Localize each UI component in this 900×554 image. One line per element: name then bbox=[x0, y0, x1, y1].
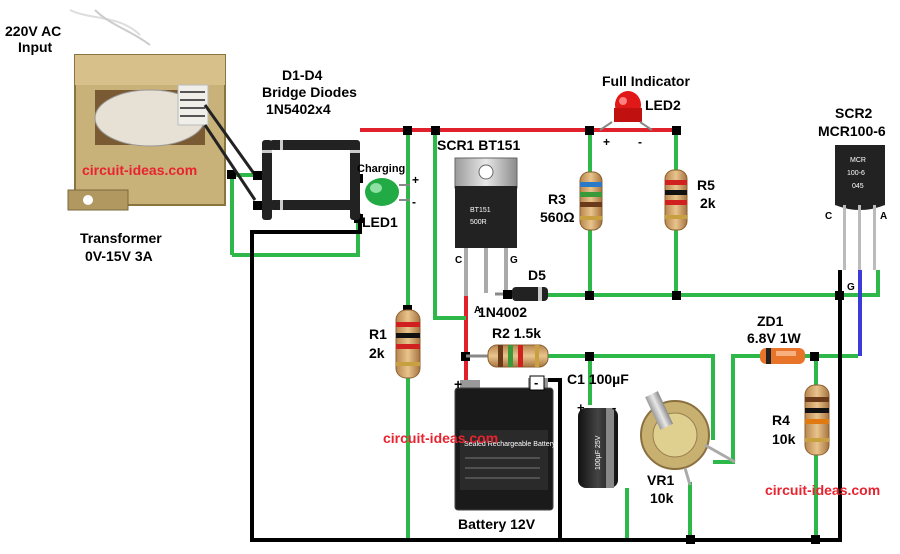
led1-plus: + bbox=[412, 173, 419, 187]
r4-label-1: R4 bbox=[772, 412, 790, 428]
scr2-marking-2: 100-6 bbox=[847, 170, 865, 177]
bridge-label-3: 1N5402x4 bbox=[266, 101, 331, 117]
potentiometer-vr1 bbox=[640, 391, 736, 486]
battery-label: Battery 12V bbox=[458, 516, 536, 532]
scr2-label-1: SCR2 bbox=[835, 105, 873, 121]
wires bbox=[230, 128, 880, 542]
ac-input-label-1: 220V AC bbox=[5, 23, 61, 39]
r5-label-2: 2k bbox=[700, 195, 716, 211]
led2-minus: - bbox=[638, 135, 642, 149]
watermark-1: circuit-ideas.com bbox=[82, 162, 197, 178]
battery-minus-box: - bbox=[529, 375, 545, 391]
scr1-pin-a: A bbox=[474, 305, 481, 316]
ac-input-label-2: Input bbox=[18, 39, 53, 55]
diode-d5 bbox=[495, 287, 548, 301]
scr2-pin-g: G bbox=[847, 282, 855, 293]
led2-plus: + bbox=[603, 135, 610, 149]
scr2-mcr100: MCR 100-6 045 bbox=[835, 145, 885, 270]
scr2-marking-3: 045 bbox=[852, 183, 864, 190]
resistor-r5 bbox=[664, 169, 688, 231]
led2-label: LED2 bbox=[645, 97, 681, 113]
d5-label-1: D5 bbox=[528, 267, 546, 283]
capacitor-c1: 100µF 25V bbox=[578, 408, 618, 488]
labels: 220V AC Input Transformer 0V-15V 3A D1-D… bbox=[5, 23, 887, 532]
bridge-label-1: D1-D4 bbox=[282, 67, 323, 83]
battery-minus: - bbox=[534, 375, 538, 390]
r1-label-2: 2k bbox=[369, 345, 385, 361]
led2-full-indicator bbox=[599, 91, 653, 131]
r5-label-1: R5 bbox=[697, 177, 715, 193]
resistor-r1 bbox=[395, 309, 421, 379]
scr2-pin-c: C bbox=[825, 211, 832, 222]
scr2-label-2: MCR100-6 bbox=[818, 123, 886, 139]
transformer-label-2: 0V-15V 3A bbox=[85, 248, 153, 264]
watermark-3: circuit-ideas.com bbox=[765, 482, 880, 498]
battery-marking: Sealed Rechargeable Battery bbox=[464, 441, 556, 448]
zd1-label-2: 6.8V 1W bbox=[747, 330, 801, 346]
r3-label-1: R3 bbox=[548, 191, 566, 207]
bridge-diodes bbox=[253, 140, 360, 220]
scr1-bt151: BT151 500R bbox=[454, 157, 518, 296]
resistor-r2 bbox=[466, 344, 549, 368]
scr2-marking-1: MCR bbox=[850, 157, 866, 164]
vr1-label-2: 10k bbox=[650, 490, 674, 506]
resistor-r3 bbox=[579, 171, 603, 231]
c1-minus: - bbox=[612, 400, 616, 415]
r2-label: R2 1.5k bbox=[492, 325, 541, 341]
resistor-r4 bbox=[804, 384, 830, 456]
led1-label: LED1 bbox=[362, 214, 398, 230]
bridge-label-2: Bridge Diodes bbox=[262, 84, 357, 100]
battery-plus: + bbox=[454, 376, 462, 392]
scr1-label: SCR1 BT151 bbox=[437, 137, 520, 153]
c1-plus: + bbox=[577, 400, 585, 415]
d5-label-2: 1N4002 bbox=[478, 304, 527, 320]
led1-minus: - bbox=[412, 195, 416, 209]
r1-label-1: R1 bbox=[369, 326, 387, 342]
scr2-pin-a: A bbox=[880, 211, 887, 222]
watermark-2: circuit-ideas.com bbox=[383, 430, 498, 446]
zener-zd1 bbox=[760, 348, 805, 364]
charging-label: Charging bbox=[357, 163, 405, 175]
transformer bbox=[67, 9, 257, 211]
full-indicator-label: Full Indicator bbox=[602, 73, 690, 89]
c1-label: C1 100µF bbox=[567, 371, 629, 387]
transformer-label-1: Transformer bbox=[80, 230, 162, 246]
scr1-pin-g: G bbox=[510, 255, 518, 266]
cap-marking: 100µF 25V bbox=[595, 435, 602, 470]
watermarks: circuit-ideas.com circuit-ideas.com circ… bbox=[82, 162, 880, 498]
led1-charging bbox=[365, 178, 410, 206]
zd1-label-1: ZD1 bbox=[757, 313, 784, 329]
scr1-marking-1: BT151 bbox=[470, 207, 491, 214]
scr1-pin-c: C bbox=[455, 255, 462, 266]
scr1-marking-2: 500R bbox=[470, 219, 487, 226]
vr1-label-1: VR1 bbox=[647, 472, 674, 488]
r4-label-2: 10k bbox=[772, 431, 796, 447]
r3-label-2: 560Ω bbox=[540, 209, 575, 225]
